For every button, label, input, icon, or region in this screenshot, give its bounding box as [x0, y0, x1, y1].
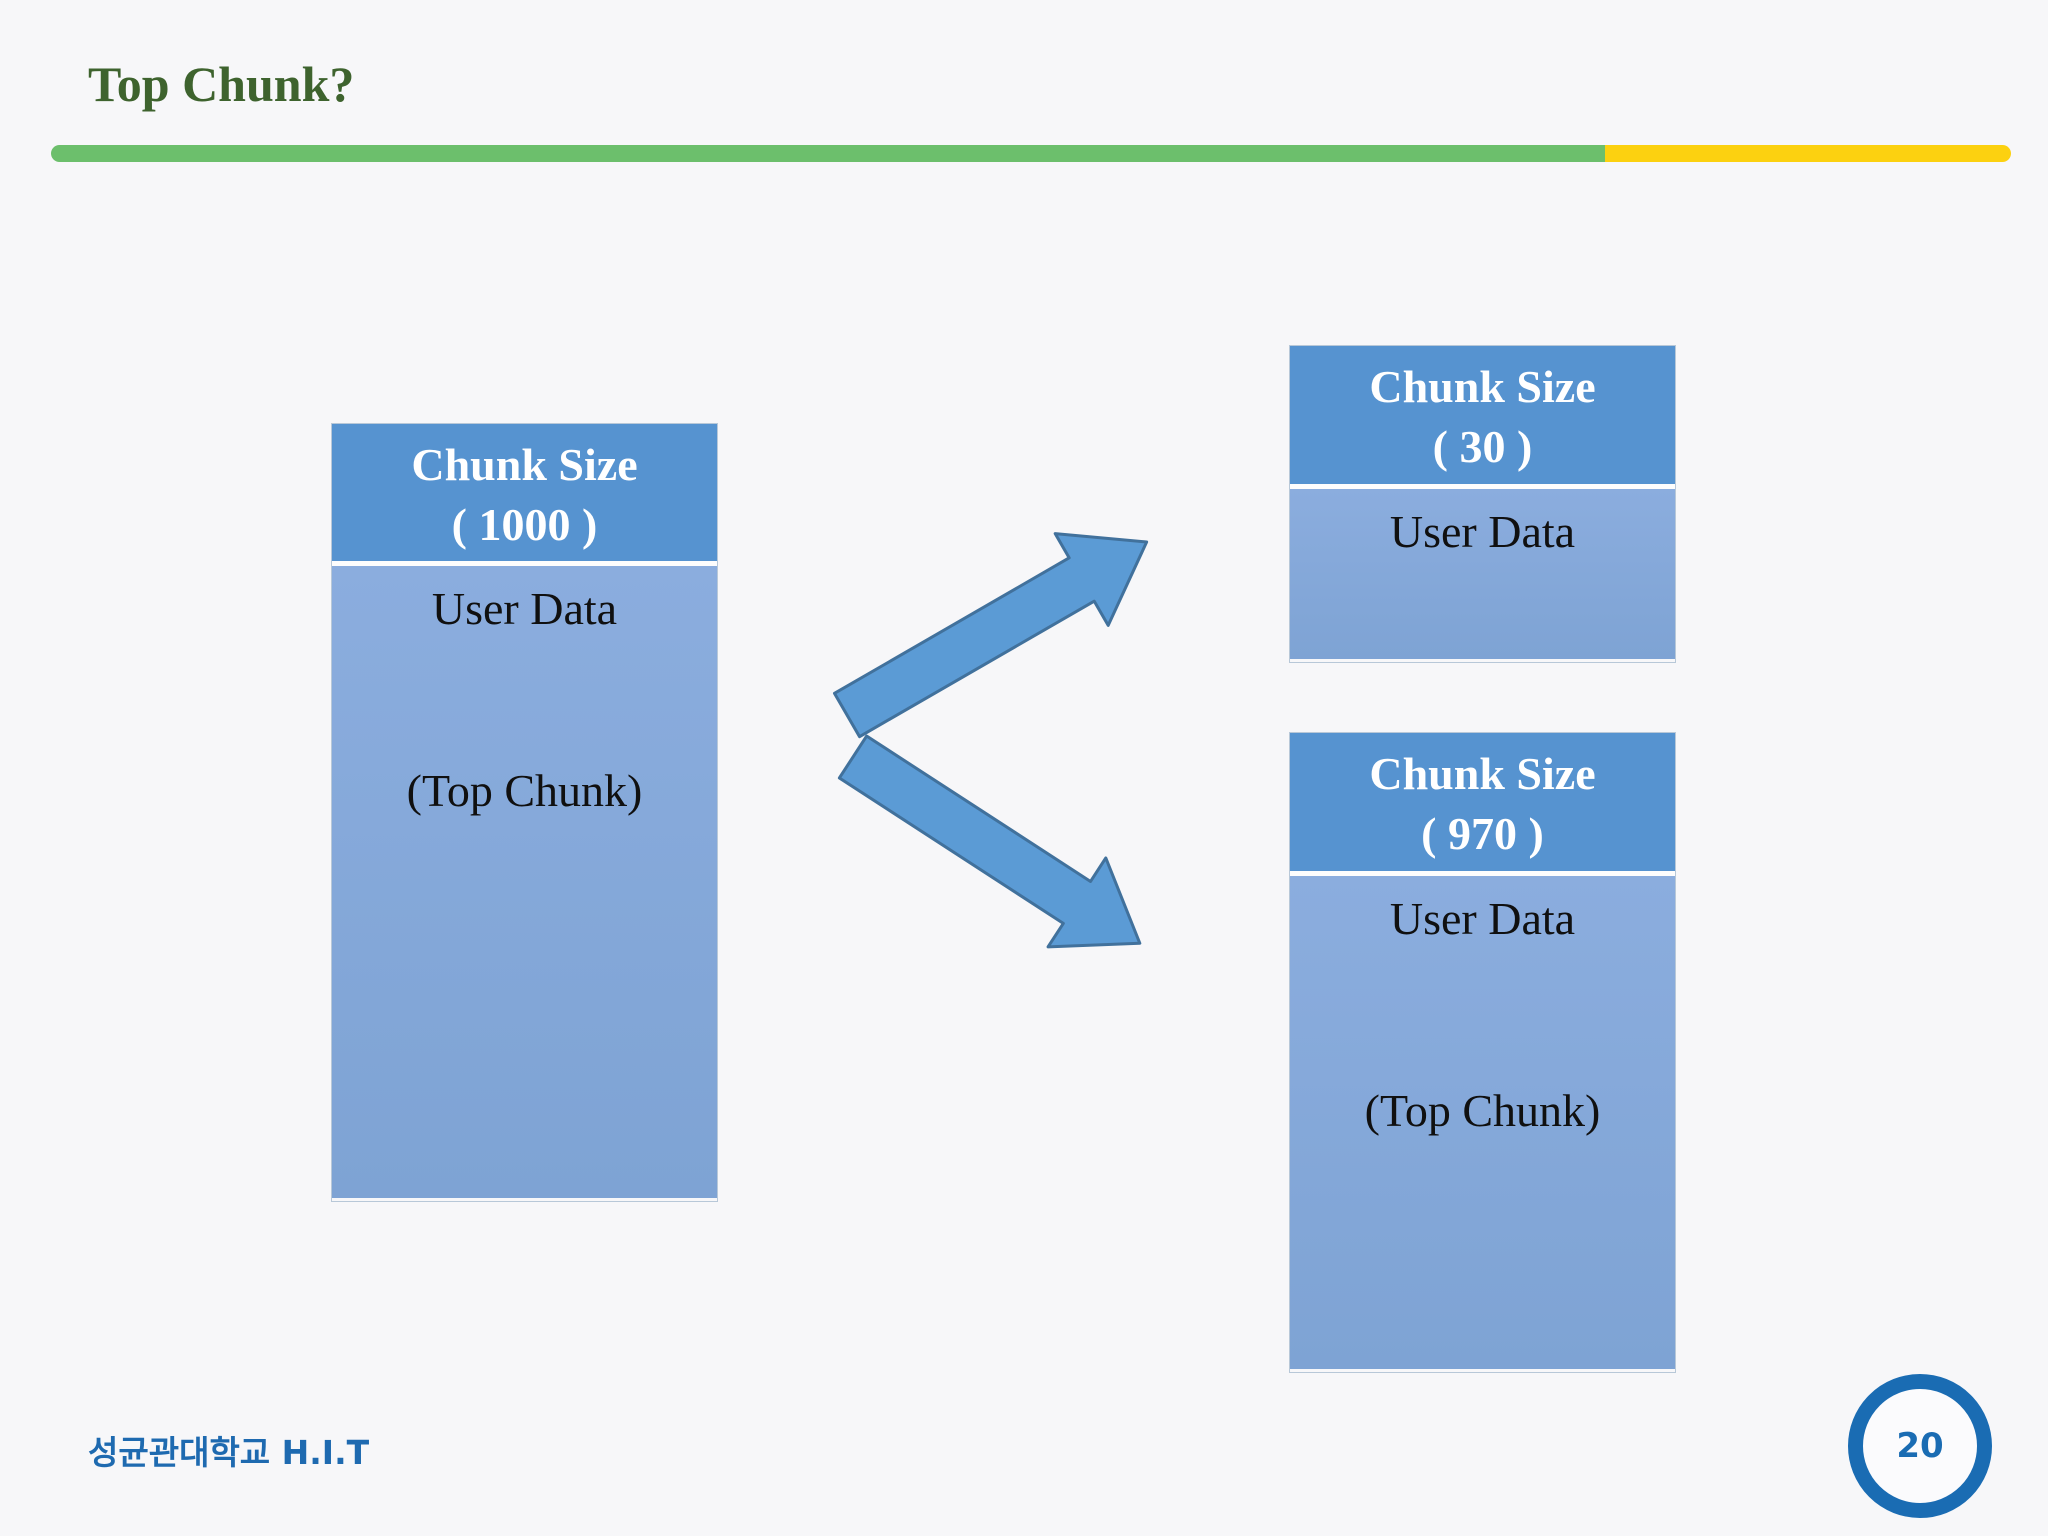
chunk-box-30: Chunk Size ( 30 ) User Data [1289, 345, 1676, 663]
user-data-label: User Data [1389, 893, 1576, 944]
chunk-box-1000: Chunk Size ( 1000 ) User Data (Top Chunk… [331, 423, 718, 1202]
chunk-header-30: Chunk Size ( 30 ) [1290, 346, 1675, 489]
chunk-size-value: ( 970 ) [1421, 808, 1544, 859]
chunk-header-970: Chunk Size ( 970 ) [1290, 733, 1675, 876]
title-divider [51, 145, 2011, 162]
page-number-badge: 20 [1848, 1374, 1992, 1518]
user-data-label: User Data [1389, 506, 1576, 557]
user-data-label: User Data [431, 583, 618, 634]
chunk-size-label: Chunk Size [1369, 361, 1596, 412]
arrow-up-right-icon [833, 532, 1149, 739]
top-chunk-label: (Top Chunk) [1364, 1085, 1601, 1136]
footer-text: 성균관대학교 H.I.T [88, 1433, 370, 1472]
chunk-body-970: User Data (Top Chunk) [1290, 876, 1675, 1369]
arrow-down-right-icon [837, 734, 1142, 949]
chunk-box-970: Chunk Size ( 970 ) User Data (Top Chunk) [1289, 732, 1676, 1373]
chunk-body-30: User Data [1290, 489, 1675, 659]
divider-green-segment [51, 145, 1605, 162]
chunk-header-1000: Chunk Size ( 1000 ) [332, 424, 717, 566]
chunk-body-1000: User Data (Top Chunk) [332, 566, 717, 1198]
chunk-size-label: Chunk Size [411, 439, 638, 490]
chunk-size-label: Chunk Size [1369, 748, 1596, 799]
top-chunk-label: (Top Chunk) [406, 765, 643, 816]
chunk-size-value: ( 30 ) [1432, 421, 1533, 472]
page-title: Top Chunk? [88, 56, 355, 112]
divider-yellow-segment [1605, 145, 2011, 162]
page-number: 20 [1896, 1426, 1944, 1466]
chunk-size-value: ( 1000 ) [451, 499, 598, 550]
